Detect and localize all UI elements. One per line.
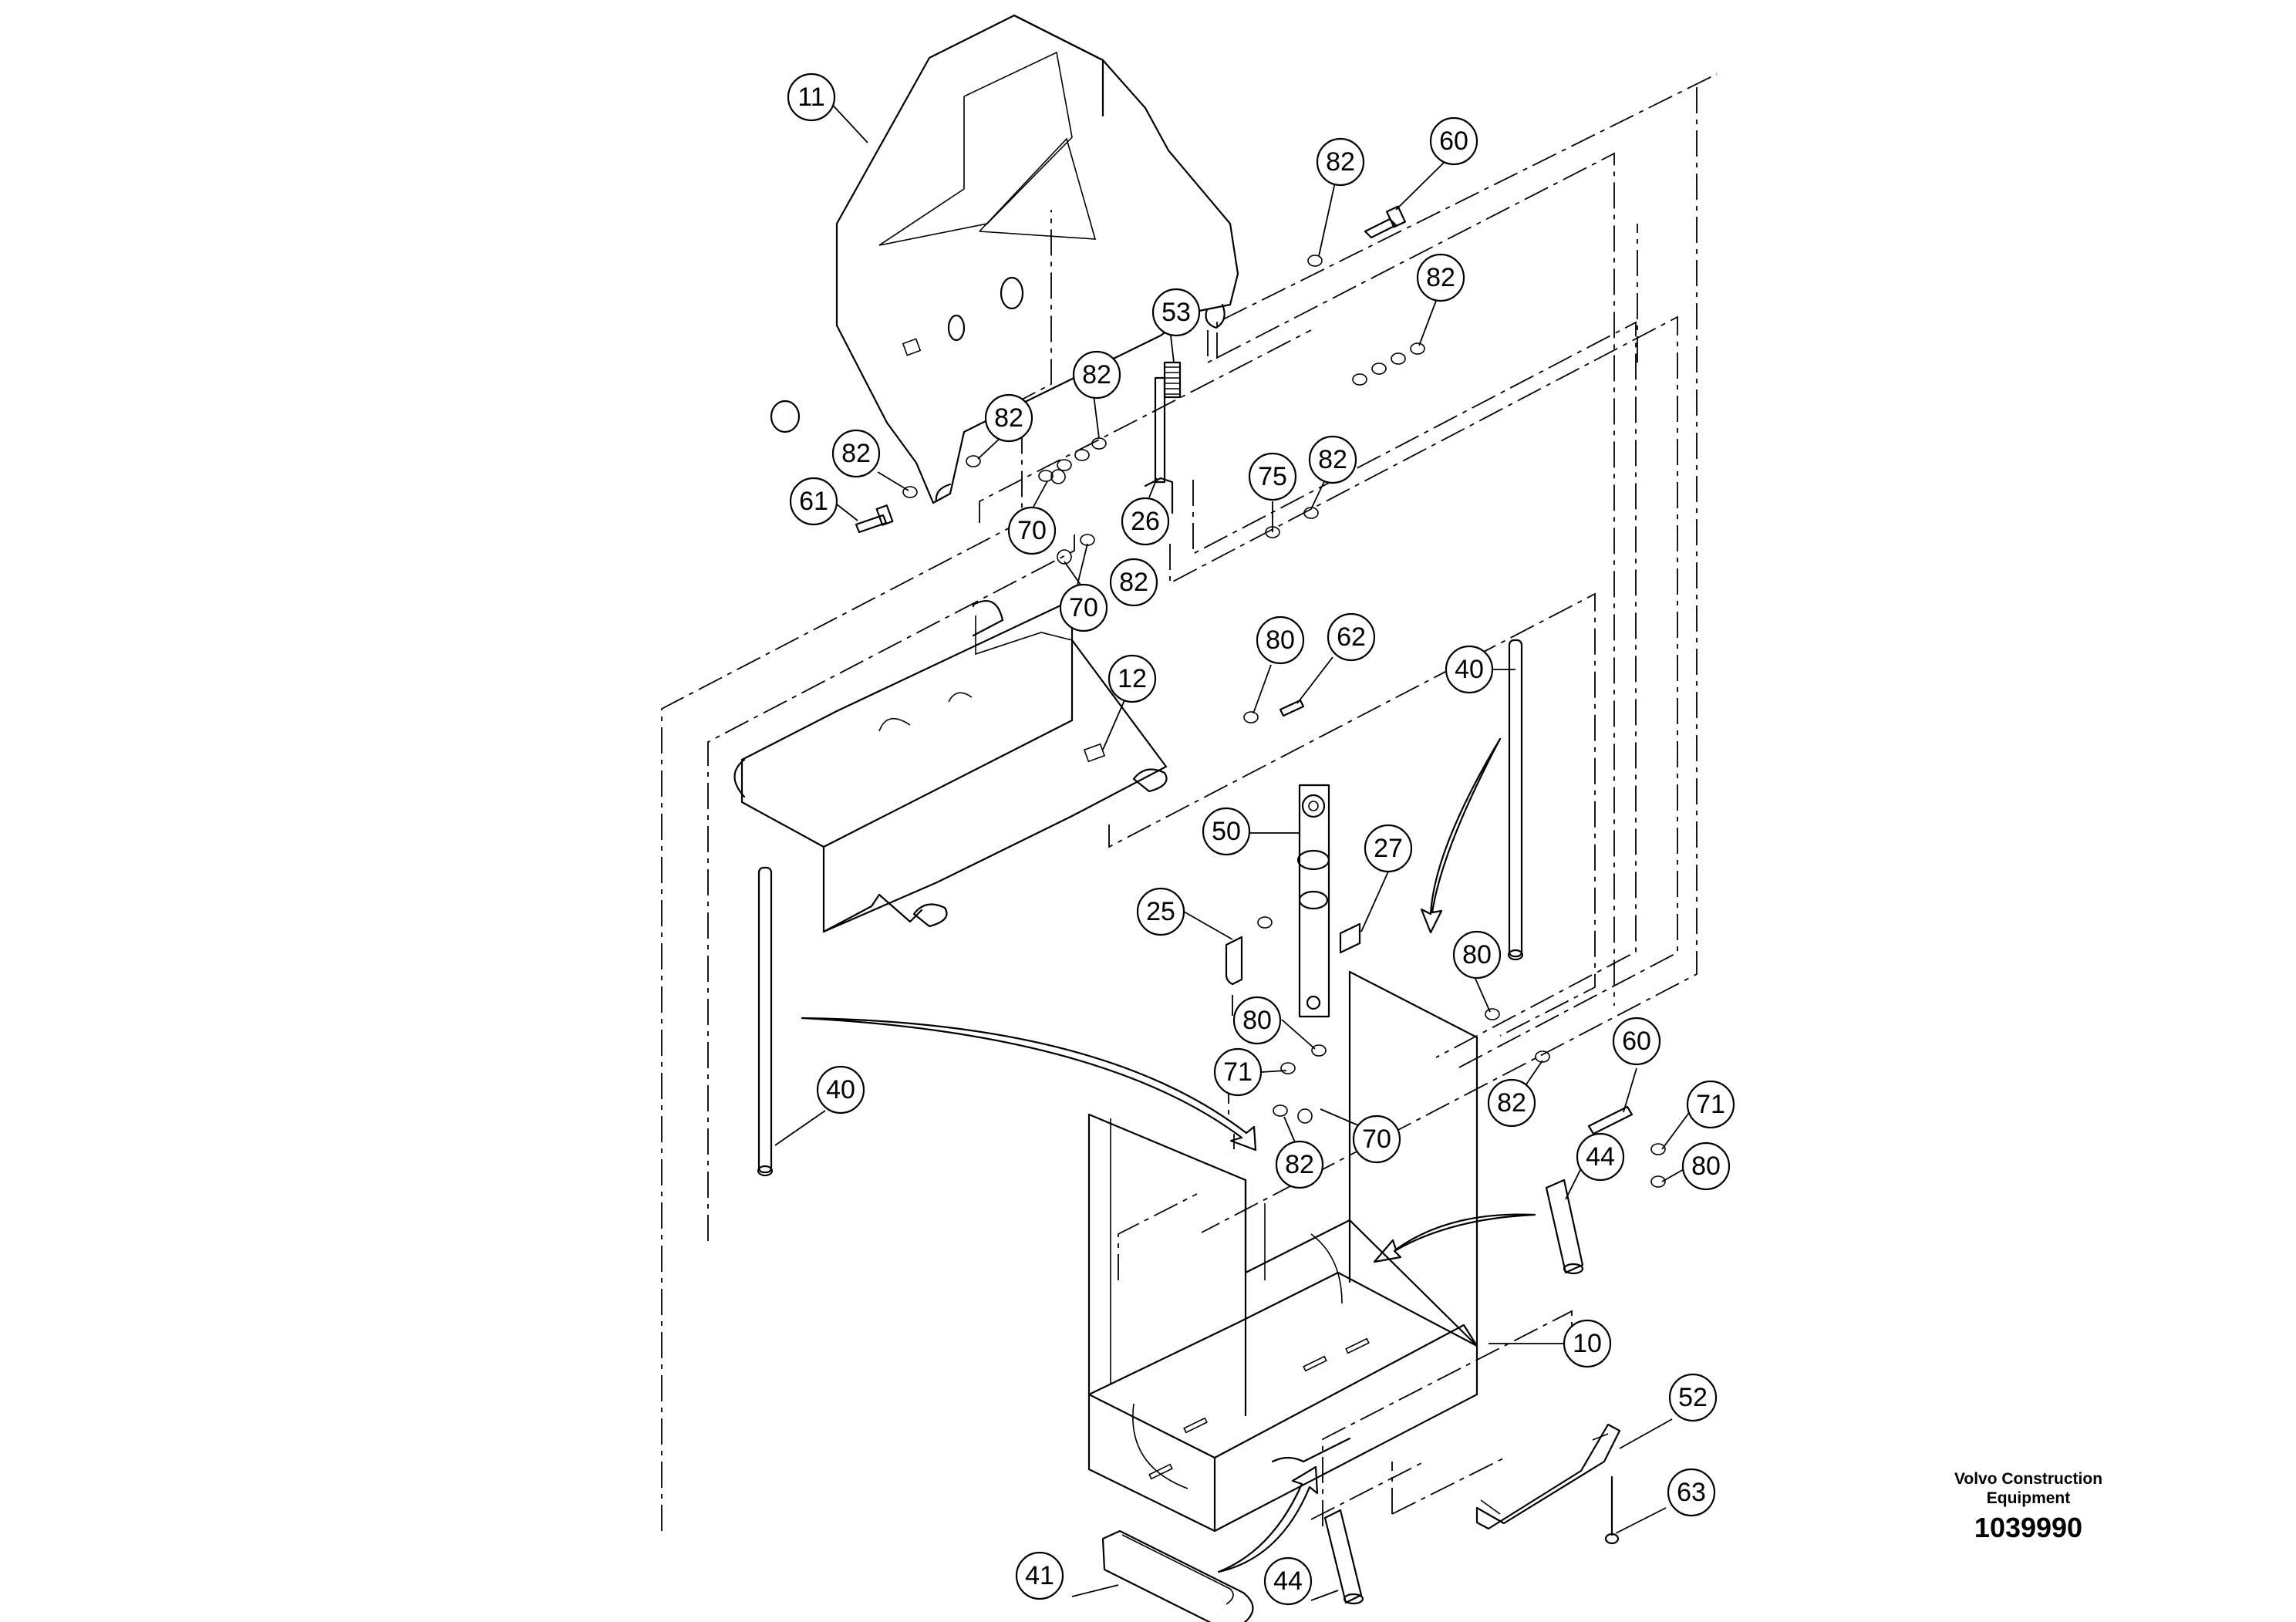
callout-26: 26 <box>1121 497 1170 546</box>
callout-label: 80 <box>1691 1152 1721 1181</box>
callout-label: 82 <box>1285 1150 1314 1179</box>
callout-82: 82 <box>1308 435 1357 484</box>
cover-part-11 <box>835 14 1239 504</box>
callout-label: 82 <box>1318 445 1347 474</box>
callout-label: 82 <box>1082 360 1111 389</box>
fasteners <box>770 205 1666 1545</box>
callout-62: 62 <box>1327 612 1376 662</box>
callout-82: 82 <box>1487 1078 1536 1128</box>
callout-label: 50 <box>1212 817 1241 846</box>
callout-label: 52 <box>1678 1383 1708 1412</box>
callout-80: 80 <box>1452 930 1502 980</box>
callout-label: 82 <box>1497 1088 1526 1118</box>
callout-70: 70 <box>1352 1114 1401 1164</box>
callout-label: 40 <box>1455 655 1484 684</box>
callout-52: 52 <box>1668 1373 1718 1422</box>
callout-44: 44 <box>1263 1556 1313 1606</box>
callout-80: 80 <box>1232 996 1282 1045</box>
callout-label: 63 <box>1677 1478 1706 1507</box>
callout-44: 44 <box>1576 1132 1625 1182</box>
callout-label: 82 <box>841 439 871 468</box>
hose-parts-44 <box>1323 1179 1584 1605</box>
document-number: 1039990 <box>1974 1512 2083 1543</box>
callout-82: 82 <box>1416 253 1465 302</box>
callout-40: 40 <box>1445 645 1494 694</box>
callout-bubbles: 11 82 60 82 53 82 82 82 61 70 26 75 82 8… <box>787 73 1735 1606</box>
callout-label: 80 <box>1242 1006 1272 1035</box>
callout-70: 70 <box>1007 506 1057 555</box>
callout-label: 62 <box>1337 622 1366 652</box>
callout-53: 53 <box>1151 288 1201 337</box>
battery-box-part-10 <box>1087 970 1478 1533</box>
callout-50: 50 <box>1202 807 1251 856</box>
callout-11: 11 <box>787 73 836 122</box>
callout-82: 82 <box>1316 137 1365 187</box>
strap-part-41 <box>1101 1529 1254 1622</box>
callout-label: 26 <box>1131 507 1160 536</box>
callout-80: 80 <box>1256 615 1305 665</box>
callout-75: 75 <box>1248 452 1297 501</box>
callout-label: 61 <box>799 487 828 516</box>
callout-71: 71 <box>1213 1047 1263 1097</box>
leader-lines <box>774 98 1691 1601</box>
callout-label: 25 <box>1146 897 1175 926</box>
callout-82: 82 <box>984 393 1033 443</box>
callout-82: 82 <box>1275 1140 1324 1189</box>
callout-label: 70 <box>1017 516 1047 545</box>
callout-60: 60 <box>1429 116 1478 166</box>
callout-label: 70 <box>1362 1125 1391 1154</box>
callout-25: 25 <box>1136 887 1185 936</box>
callout-41: 41 <box>1015 1551 1064 1600</box>
callout-label: 41 <box>1025 1561 1054 1590</box>
callout-label: 80 <box>1462 940 1492 969</box>
callout-label: 71 <box>1696 1090 1725 1119</box>
rod-parts-40 <box>757 639 1524 1177</box>
callout-label: 82 <box>994 403 1023 433</box>
callout-label: 11 <box>797 83 824 112</box>
clamp-part-52 <box>1475 1423 1621 1530</box>
assembly-arrows <box>801 737 1536 1573</box>
callout-label: 82 <box>1119 568 1148 597</box>
callout-label: 53 <box>1161 298 1191 327</box>
callout-label: 80 <box>1266 626 1295 655</box>
callout-82: 82 <box>1072 350 1121 400</box>
callout-label: 44 <box>1273 1566 1303 1596</box>
callout-label: 82 <box>1326 147 1355 177</box>
callout-label: 40 <box>826 1075 855 1104</box>
callout-80: 80 <box>1681 1141 1731 1191</box>
callout-label: 44 <box>1586 1142 1615 1172</box>
callout-70: 70 <box>1059 583 1108 632</box>
callout-82: 82 <box>1109 558 1158 607</box>
callout-82: 82 <box>831 429 881 478</box>
callout-label: 75 <box>1258 462 1287 491</box>
callout-60: 60 <box>1612 1017 1661 1066</box>
callout-label: 60 <box>1439 126 1468 156</box>
hardware-parts <box>1144 361 1361 1018</box>
callout-12: 12 <box>1108 654 1157 703</box>
callout-27: 27 <box>1364 824 1413 873</box>
callout-label: 71 <box>1223 1057 1253 1087</box>
callout-label: 70 <box>1069 593 1098 622</box>
callout-10: 10 <box>1563 1319 1612 1368</box>
callout-63: 63 <box>1667 1468 1716 1517</box>
callout-61: 61 <box>789 477 838 526</box>
callout-label: 27 <box>1374 834 1403 863</box>
company-caption: Volvo Construction Equipment <box>1954 1470 2103 1507</box>
callout-71: 71 <box>1686 1080 1735 1129</box>
callout-label: 82 <box>1426 263 1455 292</box>
callout-label: 12 <box>1118 664 1147 693</box>
callout-40: 40 <box>816 1065 865 1114</box>
callout-label: 60 <box>1622 1027 1651 1056</box>
bracket-part-12 <box>733 599 1168 933</box>
callout-label: 10 <box>1573 1329 1602 1358</box>
